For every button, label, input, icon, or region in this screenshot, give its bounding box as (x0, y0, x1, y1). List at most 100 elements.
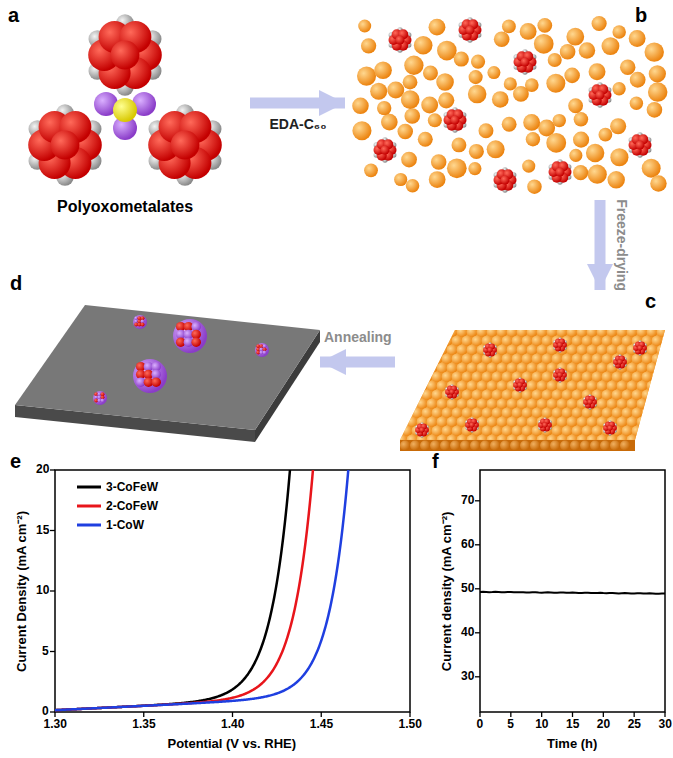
fullerene-sphere (370, 83, 387, 100)
legend-text: 2-CoFeW (106, 499, 158, 513)
axis-tick (409, 712, 410, 717)
fullerene-sphere (469, 70, 483, 84)
axis-tick (664, 712, 665, 717)
fullerene-sphere (523, 114, 540, 131)
fullerene-sphere (468, 162, 481, 175)
fullerene-sphere (657, 381, 668, 392)
fullerene-sphere (454, 51, 469, 66)
axis-tick (50, 651, 55, 652)
oxide-sphere (517, 382, 522, 387)
fullerene-sphere (662, 354, 673, 365)
fullerene-sphere (647, 435, 658, 446)
fullerene-film (387, 327, 673, 452)
fullerene-sphere (392, 372, 403, 383)
fullerene-sphere (438, 92, 454, 108)
process-arrow (320, 357, 395, 368)
fullerene-sphere (550, 441, 560, 451)
fullerene-sphere (504, 77, 517, 90)
axis-tick (321, 712, 322, 717)
fullerene-sphere (574, 112, 589, 127)
axis-title: Time (h) (547, 737, 597, 752)
fullerene-sphere (560, 44, 576, 60)
fullerene-sphere (412, 336, 423, 347)
fullerene-sphere (534, 34, 554, 54)
fullerene-sphere (431, 154, 447, 170)
oxide-sphere (542, 422, 547, 427)
fullerene-dispersion (352, 16, 667, 194)
fullerene-sphere (662, 390, 673, 401)
fullerene-sphere (429, 171, 446, 188)
polyoxometalate-cluster (374, 137, 397, 163)
fullerene-sphere (397, 381, 408, 392)
fullerene-sphere (404, 56, 423, 75)
fullerene-sphere (610, 441, 620, 451)
tick-label: 5 (42, 645, 49, 659)
fullerene-sphere (494, 31, 510, 47)
oxide-sphere (396, 36, 405, 45)
fullerene-sphere (530, 441, 540, 451)
fullerene-sphere (649, 65, 666, 82)
fullerene-sphere (667, 399, 673, 410)
legend-line-sample (76, 501, 102, 511)
legend-line-sample (76, 520, 102, 530)
axis-tick (143, 712, 144, 717)
nanoparticle (173, 319, 207, 353)
fullerene-sphere (422, 336, 433, 347)
oxide-sphere (171, 131, 200, 160)
fullerene-sphere (450, 441, 460, 451)
nanoparticle-core (133, 359, 167, 393)
fullerene-sphere (502, 19, 516, 33)
axis-tick (479, 712, 480, 717)
fullerene-sphere (650, 175, 666, 191)
tick-label: 30 (659, 718, 672, 732)
panel-letter: d (10, 272, 22, 295)
fullerene-sphere (510, 441, 520, 451)
chart-f (475, 470, 665, 717)
tick-label: 15 (36, 524, 49, 538)
tick-label: 10 (36, 584, 49, 598)
fullerene-sphere (392, 390, 403, 401)
tick-label: 20 (36, 463, 49, 477)
legend-entry: 2-CoFeW (76, 499, 158, 513)
illustration-panel: aPolyoxometalates (0, 0, 250, 225)
axis-tick (475, 632, 480, 633)
fullerene-sphere (397, 363, 408, 374)
fullerene-sphere (647, 102, 663, 118)
fullerene-sphere (652, 408, 663, 419)
fullerene-sphere (573, 165, 588, 180)
polarization-curve (55, 470, 313, 710)
carbon-support (15, 305, 320, 442)
plot-frame (55, 470, 410, 712)
axis-tick (50, 711, 55, 712)
polyoxometalate-cluster (613, 354, 627, 369)
legend-line (77, 505, 101, 508)
panel-caption: Polyoxometalates (57, 198, 193, 216)
fullerene-sphere (657, 399, 668, 410)
polyoxometalate-cluster (483, 342, 497, 357)
nanoparticle-core (255, 343, 269, 357)
fullerene-sphere (361, 38, 376, 53)
fullerene-sphere (607, 171, 624, 188)
oxide-sphere (637, 345, 642, 350)
fullerene-sphere (642, 426, 653, 437)
tick-label: 0 (42, 705, 49, 719)
oxide-sphere (596, 91, 605, 100)
fullerene-sphere (430, 441, 440, 451)
fullerene-sphere (586, 144, 604, 162)
panel-letter: c (645, 290, 656, 313)
step-label: Freeze-drying (614, 199, 630, 291)
nanoparticle (255, 343, 269, 357)
fullerene-sphere (598, 128, 612, 142)
fullerene-sphere (402, 354, 413, 365)
fullerene-sphere (374, 62, 392, 80)
fullerene-sphere (573, 132, 589, 148)
fullerene-sphere (440, 441, 450, 451)
fullerene-sphere (537, 18, 552, 33)
fullerene-sphere (667, 327, 673, 338)
fullerene-sphere (612, 25, 626, 39)
polyoxometalate-cluster (445, 384, 459, 399)
fullerene-sphere (401, 90, 420, 109)
fullerene-sphere (652, 372, 663, 383)
